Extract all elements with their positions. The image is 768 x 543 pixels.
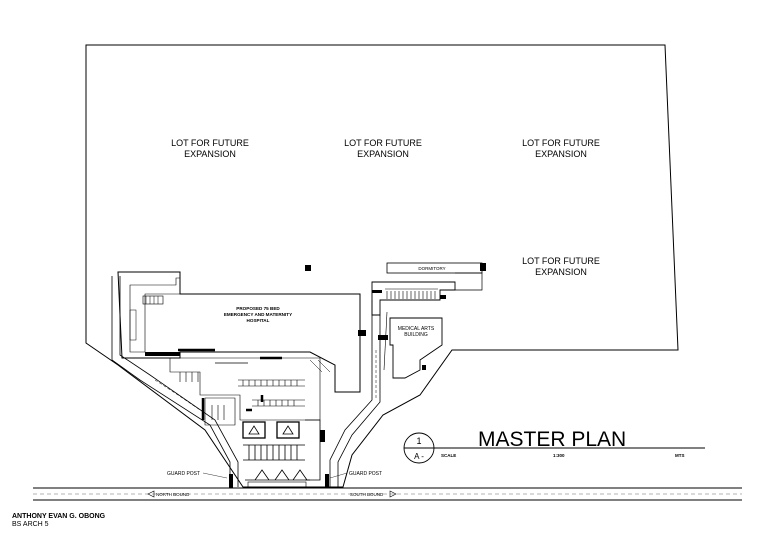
lot-label-3: LOT FOR FUTURE EXPANSION: [522, 138, 600, 159]
south-bound-label: SOUTH BOUND: [350, 490, 397, 498]
svg-text:1: 1: [416, 436, 421, 446]
lot-label-4: LOT FOR FUTURE EXPANSION: [522, 256, 600, 277]
svg-text:LOT FOR FUTURE: LOT FOR FUTURE: [171, 138, 249, 148]
lot-label-1: LOT FOR FUTURE EXPANSION: [171, 138, 249, 159]
svg-text:GUARD POST: GUARD POST: [349, 471, 382, 477]
access-road-right: [325, 300, 381, 488]
author-name: ANTHONY EVAN G. OBONG: [12, 513, 106, 520]
street: [33, 487, 742, 501]
guard-post-right: GUARD POST: [329, 471, 382, 479]
lot-label-2: LOT FOR FUTURE EXPANSION: [344, 138, 422, 159]
site-boundary: [85, 44, 679, 488]
svg-text:SCALE: SCALE: [441, 453, 456, 458]
svg-text:EMERGENCY AND MATERNITY: EMERGENCY AND MATERNITY: [224, 312, 292, 317]
north-bound-label: NORTH BOUND: [147, 490, 190, 498]
svg-text:SOUTH BOUND: SOUTH BOUND: [350, 492, 384, 497]
svg-text:LOT FOR FUTURE: LOT FOR FUTURE: [522, 138, 600, 148]
svg-text:HOSPITAL: HOSPITAL: [247, 318, 270, 323]
svg-text:DORMITORY: DORMITORY: [418, 266, 445, 271]
hospital-building: PROPOSED 75 BED EMERGENCY AND MATERNITY …: [117, 265, 366, 393]
medical-arts-building: MEDICAL ARTS BUILDING: [378, 311, 443, 379]
parking-area: [169, 348, 331, 426]
svg-text:EXPANSION: EXPANSION: [535, 267, 587, 277]
svg-text:EXPANSION: EXPANSION: [184, 149, 236, 159]
svg-text:A -: A -: [414, 452, 424, 461]
arrow-left-icon: [147, 490, 155, 498]
dormitory-building: DORMITORY: [371, 262, 486, 316]
svg-text:NORTH BOUND: NORTH BOUND: [156, 492, 190, 497]
svg-text:GUARD POST: GUARD POST: [167, 471, 200, 477]
title-block: 1 A - MASTER PLAN SCALE 1:300 MTS: [403, 428, 705, 464]
svg-text:MTS: MTS: [675, 453, 685, 458]
svg-text:EXPANSION: EXPANSION: [535, 149, 587, 159]
drop-off-bays: [242, 419, 325, 488]
svg-text:BUILDING: BUILDING: [404, 332, 428, 338]
svg-text:LOT FOR FUTURE: LOT FOR FUTURE: [344, 138, 422, 148]
guard-post-left: GUARD POST: [167, 471, 228, 479]
svg-text:MEDICAL ARTS: MEDICAL ARTS: [398, 326, 435, 332]
arrow-right-icon: [389, 490, 397, 498]
drawing-title: MASTER PLAN: [478, 428, 626, 451]
course-label: BS ARCH 5: [12, 521, 49, 528]
svg-text:1:300: 1:300: [553, 453, 565, 458]
svg-text:EXPANSION: EXPANSION: [357, 149, 409, 159]
svg-text:LOT FOR FUTURE: LOT FOR FUTURE: [522, 256, 600, 266]
svg-text:PROPOSED 75 BED: PROPOSED 75 BED: [236, 306, 280, 311]
access-road-left: [111, 276, 239, 488]
